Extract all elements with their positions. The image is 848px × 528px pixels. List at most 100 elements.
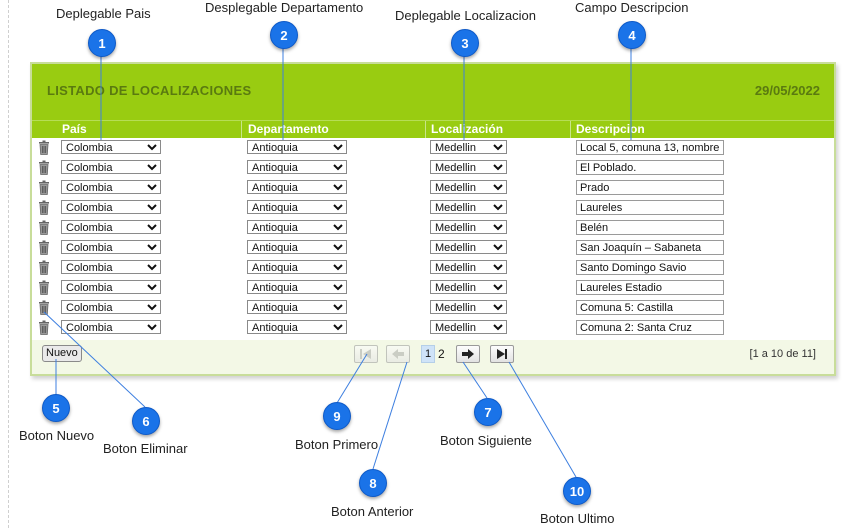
trash-icon[interactable]	[38, 200, 50, 215]
chevron-down-icon	[147, 164, 157, 171]
chevron-down-icon	[493, 164, 503, 171]
departamento-select[interactable]: Antioquia	[247, 220, 347, 234]
table-row: Colombia Antioquia Medellin Laureles Estadi…	[32, 278, 834, 298]
page-margin-guide	[8, 0, 9, 528]
departamento-select-value: Antioquia	[252, 142, 298, 154]
pais-select[interactable]: Colombia	[61, 160, 161, 174]
descripcion-input[interactable]: El Poblado.	[576, 160, 724, 175]
previous-page-button[interactable]	[386, 345, 410, 363]
departamento-select[interactable]: Antioquia	[247, 240, 347, 254]
arrow-left-icon	[392, 349, 404, 359]
trash-icon[interactable]	[38, 220, 50, 235]
trash-icon[interactable]	[38, 300, 50, 315]
localizacion-select[interactable]: Medellin	[430, 240, 507, 254]
pais-select-value: Colombia	[66, 262, 113, 274]
localizacion-select[interactable]: Medellin	[430, 280, 507, 294]
pais-select[interactable]: Colombia	[61, 200, 161, 214]
chevron-down-icon	[493, 284, 503, 291]
chevron-down-icon	[147, 244, 157, 251]
page-link[interactable]: 2	[438, 347, 445, 361]
pais-select[interactable]: Colombia	[61, 240, 161, 254]
panel-header: LISTADO DE LOCALIZACIONES 29/05/2022	[32, 64, 834, 120]
descripcion-input[interactable]: Laureles Estadio	[576, 280, 724, 295]
table-row: Colombia Antioquia Medellin Comuna 2: Santa…	[32, 318, 834, 338]
pais-select-value: Colombia	[66, 282, 113, 294]
localizacion-select-value: Medellin	[435, 162, 476, 174]
table-row: Colombia Antioquia Medellin Local 5, comuna…	[32, 138, 834, 158]
pais-select-value: Colombia	[66, 302, 113, 314]
trash-icon[interactable]	[38, 320, 50, 335]
next-page-button[interactable]	[456, 345, 480, 363]
departamento-select-value: Antioquia	[252, 222, 298, 234]
departamento-select[interactable]: Antioquia	[247, 160, 347, 174]
pais-select[interactable]: Colombia	[61, 320, 161, 334]
table-row: Colombia Antioquia Medellin San Joaquín – S…	[32, 238, 834, 258]
table-footer: Nuevo 1 2 [1 a 10 de 11]	[32, 340, 834, 374]
departamento-select[interactable]: Antioquia	[247, 180, 347, 194]
nuevo-button[interactable]: Nuevo	[42, 345, 82, 362]
descripcion-input[interactable]: Belén	[576, 220, 724, 235]
callout-badge-primero: 9	[323, 402, 351, 430]
trash-icon[interactable]	[38, 280, 50, 295]
departamento-select-value: Antioquia	[252, 182, 298, 194]
callout-label-pais: Deplegable Pais	[56, 6, 151, 21]
chevron-down-icon	[147, 264, 157, 271]
chevron-down-icon	[493, 224, 503, 231]
chevron-down-icon	[333, 164, 343, 171]
descripcion-input[interactable]: Comuna 5: Castilla	[576, 300, 724, 315]
trash-icon[interactable]	[38, 160, 50, 175]
chevron-down-icon	[147, 204, 157, 211]
descripcion-input[interactable]: Prado	[576, 180, 724, 195]
panel-title: LISTADO DE LOCALIZACIONES	[47, 83, 252, 98]
table-row: Colombia Antioquia Medellin Laureles	[32, 198, 834, 218]
departamento-select[interactable]: Antioquia	[247, 260, 347, 274]
trash-icon[interactable]	[38, 240, 50, 255]
descripcion-input[interactable]: Comuna 2: Santa Cruz	[576, 320, 724, 335]
departamento-select[interactable]: Antioquia	[247, 280, 347, 294]
localizacion-select-value: Medellin	[435, 322, 476, 334]
departamento-select[interactable]: Antioquia	[247, 300, 347, 314]
pais-select-value: Colombia	[66, 182, 113, 194]
descripcion-input[interactable]: San Joaquín – Sabaneta	[576, 240, 724, 255]
departamento-select[interactable]: Antioquia	[247, 200, 347, 214]
chevron-down-icon	[333, 144, 343, 151]
chevron-down-icon	[333, 264, 343, 271]
localizacion-select[interactable]: Medellin	[430, 200, 507, 214]
chevron-down-icon	[493, 324, 503, 331]
callout-label-siguiente: Boton Siguiente	[440, 433, 532, 448]
localizacion-select[interactable]: Medellin	[430, 160, 507, 174]
departamento-select-value: Antioquia	[252, 262, 298, 274]
departamento-select[interactable]: Antioquia	[247, 320, 347, 334]
first-page-button[interactable]	[354, 345, 378, 363]
pais-select[interactable]: Colombia	[61, 220, 161, 234]
column-header-descripcion: Descripcion	[576, 122, 645, 136]
pais-select-value: Colombia	[66, 222, 113, 234]
localizacion-select[interactable]: Medellin	[430, 180, 507, 194]
localizacion-select[interactable]: Medellin	[430, 260, 507, 274]
pais-select[interactable]: Colombia	[61, 300, 161, 314]
pais-select[interactable]: Colombia	[61, 280, 161, 294]
callout-label-ultimo: Boton Ultimo	[540, 511, 615, 526]
localizacion-select[interactable]: Medellin	[430, 220, 507, 234]
last-page-button[interactable]	[490, 345, 514, 363]
localizacion-select[interactable]: Medellin	[430, 320, 507, 334]
trash-icon[interactable]	[38, 180, 50, 195]
localizacion-select[interactable]: Medellin	[430, 300, 507, 314]
localizacion-select-value: Medellin	[435, 202, 476, 214]
current-page-indicator: 1	[421, 345, 435, 363]
pais-select[interactable]: Colombia	[61, 260, 161, 274]
descripcion-input[interactable]: Laureles	[576, 200, 724, 215]
chevron-down-icon	[333, 284, 343, 291]
pais-select[interactable]: Colombia	[61, 180, 161, 194]
table-row: Colombia Antioquia Medellin El Poblado.	[32, 158, 834, 178]
column-header-localizacion: Localización	[431, 122, 504, 136]
departamento-select[interactable]: Antioquia	[247, 140, 347, 154]
descripcion-input[interactable]: Santo Domingo Savio	[576, 260, 724, 275]
callout-badge-departamento: 2	[270, 21, 298, 49]
trash-icon[interactable]	[38, 140, 50, 155]
descripcion-input[interactable]: Local 5, comuna 13, nombre	[576, 140, 724, 155]
pais-select[interactable]: Colombia	[61, 140, 161, 154]
localizacion-select[interactable]: Medellin	[430, 140, 507, 154]
trash-icon[interactable]	[38, 260, 50, 275]
